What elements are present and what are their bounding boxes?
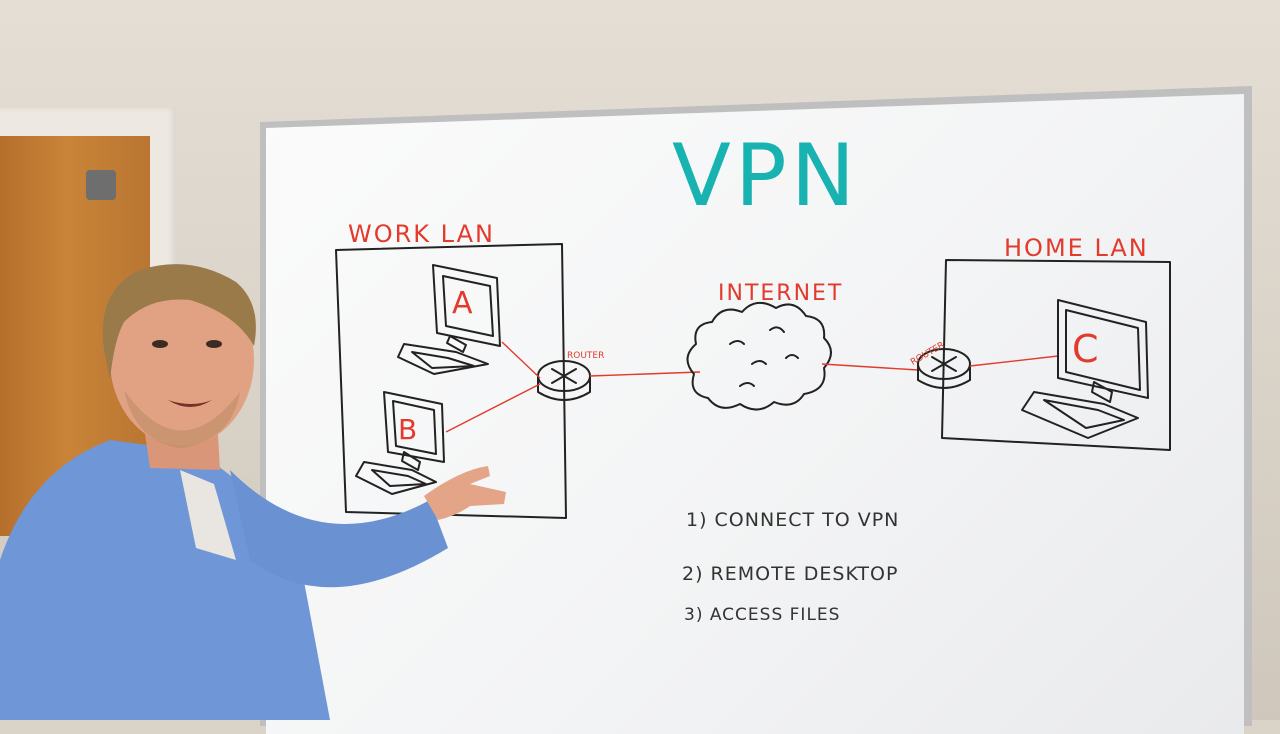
cloud-texture: [729, 326, 799, 387]
step-2: 2) REMOTE DESKTOP: [682, 563, 898, 585]
computer-c-label: C: [1072, 327, 1099, 371]
work-router-label: ROUTER: [567, 351, 604, 361]
computer-b: B: [355, 391, 445, 495]
whiteboard: [266, 94, 1244, 734]
step-3: 3) ACCESS FILES: [684, 605, 840, 625]
computer-a: A: [397, 264, 501, 375]
work-lan-box: [335, 243, 567, 519]
link-work-internet: [589, 371, 701, 377]
presenter-arm: [230, 470, 448, 588]
computer-c: C: [1021, 299, 1149, 439]
computer-a-label: A: [452, 286, 473, 321]
presenter-hand: [424, 466, 506, 520]
presenter-face: [110, 274, 254, 446]
step-1: 1) CONNECT TO VPN: [686, 509, 899, 531]
steps-list: 1) CONNECT TO VPN 2) REMOTE DESKTOP 3) A…: [682, 509, 899, 625]
door-closer: [86, 170, 116, 200]
computer-b-label: B: [398, 413, 417, 446]
home-lan-label: HOME LAN: [1004, 234, 1149, 262]
work-lan-label: WORK LAN: [348, 220, 495, 248]
vpn-title: VPN: [672, 126, 859, 226]
presenter-mouth: [168, 400, 212, 407]
presenter-hair: [102, 264, 256, 380]
link-router-c: [969, 355, 1059, 367]
undershirt: [180, 470, 236, 560]
link-a-router: [501, 341, 541, 379]
internet-label: INTERNET: [718, 281, 843, 306]
presenter-eye-left: [152, 340, 168, 348]
presenter-shirt: [0, 440, 330, 720]
internet-cloud: [686, 301, 832, 411]
link-b-router: [445, 383, 541, 433]
presenter-beard: [124, 390, 240, 448]
link-internet-home: [821, 363, 919, 371]
presenter-eye-right: [206, 340, 222, 348]
